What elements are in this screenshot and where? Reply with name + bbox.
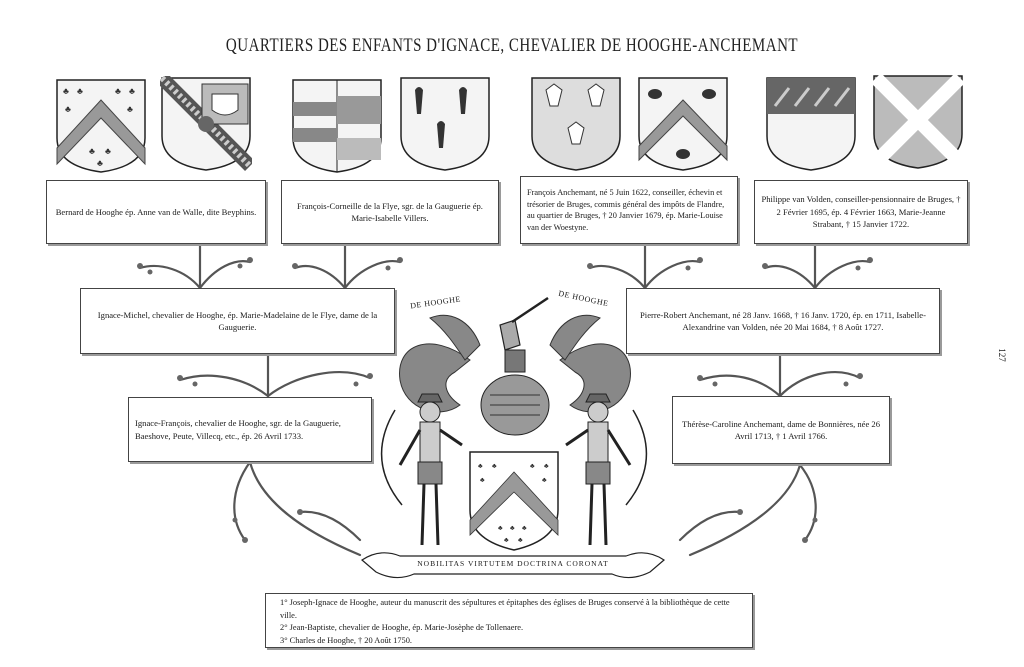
svg-text:♣: ♣ — [504, 536, 509, 544]
ancestor-text: Philippe van Volden, conseiller-pensionn… — [761, 194, 961, 230]
svg-text:♣: ♣ — [544, 462, 549, 470]
couple-text: Thérèse-Caroline Anchemant, dame de Bonn… — [681, 418, 881, 442]
page-title: QUARTIERS DES ENFANTS D'IGNACE, CHEVALIE… — [225, 35, 799, 56]
coat-of-arms-villers — [400, 77, 490, 171]
svg-text:♣: ♣ — [115, 86, 121, 96]
svg-text:♣: ♣ — [127, 104, 133, 114]
svg-text:♣: ♣ — [77, 86, 83, 96]
parent-text: Ignace-Michel, chevalier de Hooghe, ép. … — [97, 309, 378, 333]
svg-text:♣: ♣ — [129, 86, 135, 96]
couple-text: Ignace-François, chevalier de Hooghe, sg… — [135, 418, 341, 441]
svg-text:♣: ♣ — [89, 146, 95, 156]
svg-text:♣: ♣ — [97, 158, 103, 168]
parent-box-de-hooghe: Ignace-Michel, chevalier de Hooghe, ép. … — [80, 288, 395, 354]
child-entry-2: 2° Jean-Baptiste, chevalier de Hooghe, é… — [280, 623, 524, 632]
coat-of-arms-van-der-woestyne — [638, 77, 728, 171]
ancestor-text: François-Corneille de la Flye, sgr. de l… — [297, 200, 483, 224]
svg-text:♣: ♣ — [65, 104, 71, 114]
ancestor-text: Bernard de Hooghe ép. Anne van de Walle,… — [55, 206, 257, 217]
coat-of-arms-de-hooghe: ♣♣♣♣♣♣♣♣♣ — [56, 79, 146, 173]
svg-text:♣: ♣ — [542, 476, 547, 484]
child-entry-1: 1° Joseph-Ignace de Hooghe, auteur du ma… — [280, 598, 730, 620]
parent-box-anchemant: Pierre-Robert Anchemant, né 28 Janv. 166… — [626, 288, 940, 354]
svg-text:♣: ♣ — [522, 524, 527, 532]
coat-of-arms-anchemant — [531, 77, 621, 171]
svg-text:♣: ♣ — [518, 536, 523, 544]
couple-box-ignace-francois: Ignace-François, chevalier de Hooghe, sg… — [128, 397, 372, 462]
motto-banner: NOBILITAS VIRTUTEM DOCTRINA CORONAT — [417, 559, 609, 568]
svg-text:♣: ♣ — [530, 462, 535, 470]
svg-text:♣: ♣ — [478, 462, 483, 470]
coat-of-arms-van-volden — [766, 77, 856, 171]
svg-text:♣: ♣ — [498, 524, 503, 532]
coat-of-arms-strabant — [872, 74, 964, 169]
ancestor-box-van-volden: Philippe van Volden, conseiller-pensionn… — [754, 180, 968, 244]
svg-text:♣: ♣ — [510, 524, 515, 532]
svg-text:♣: ♣ — [63, 86, 69, 96]
coat-of-arms-de-la-flye — [292, 79, 382, 173]
children-list: 1° Joseph-Ignace de Hooghe, auteur du ma… — [265, 593, 753, 648]
coat-of-arms-van-de-walle — [160, 76, 252, 171]
ancestor-box-anchemant: François Anchemant, né 5 Juin 1622, cons… — [520, 176, 738, 244]
ancestor-text: François Anchemant, né 5 Juin 1622, cons… — [527, 188, 725, 232]
couple-box-therese-caroline: Thérèse-Caroline Anchemant, dame de Bonn… — [672, 396, 890, 464]
child-entry-3: 3° Charles de Hooghe, † 20 Août 1750. — [280, 635, 412, 645]
ancestor-box-de-la-flye: François-Corneille de la Flye, sgr. de l… — [281, 180, 499, 244]
svg-text:♣: ♣ — [492, 462, 497, 470]
parent-text: Pierre-Robert Anchemant, né 28 Janv. 166… — [640, 309, 926, 333]
ancestor-box-de-hooghe: Bernard de Hooghe ép. Anne van de Walle,… — [46, 180, 266, 244]
svg-text:♣: ♣ — [105, 146, 111, 156]
svg-text:♣: ♣ — [480, 476, 485, 484]
